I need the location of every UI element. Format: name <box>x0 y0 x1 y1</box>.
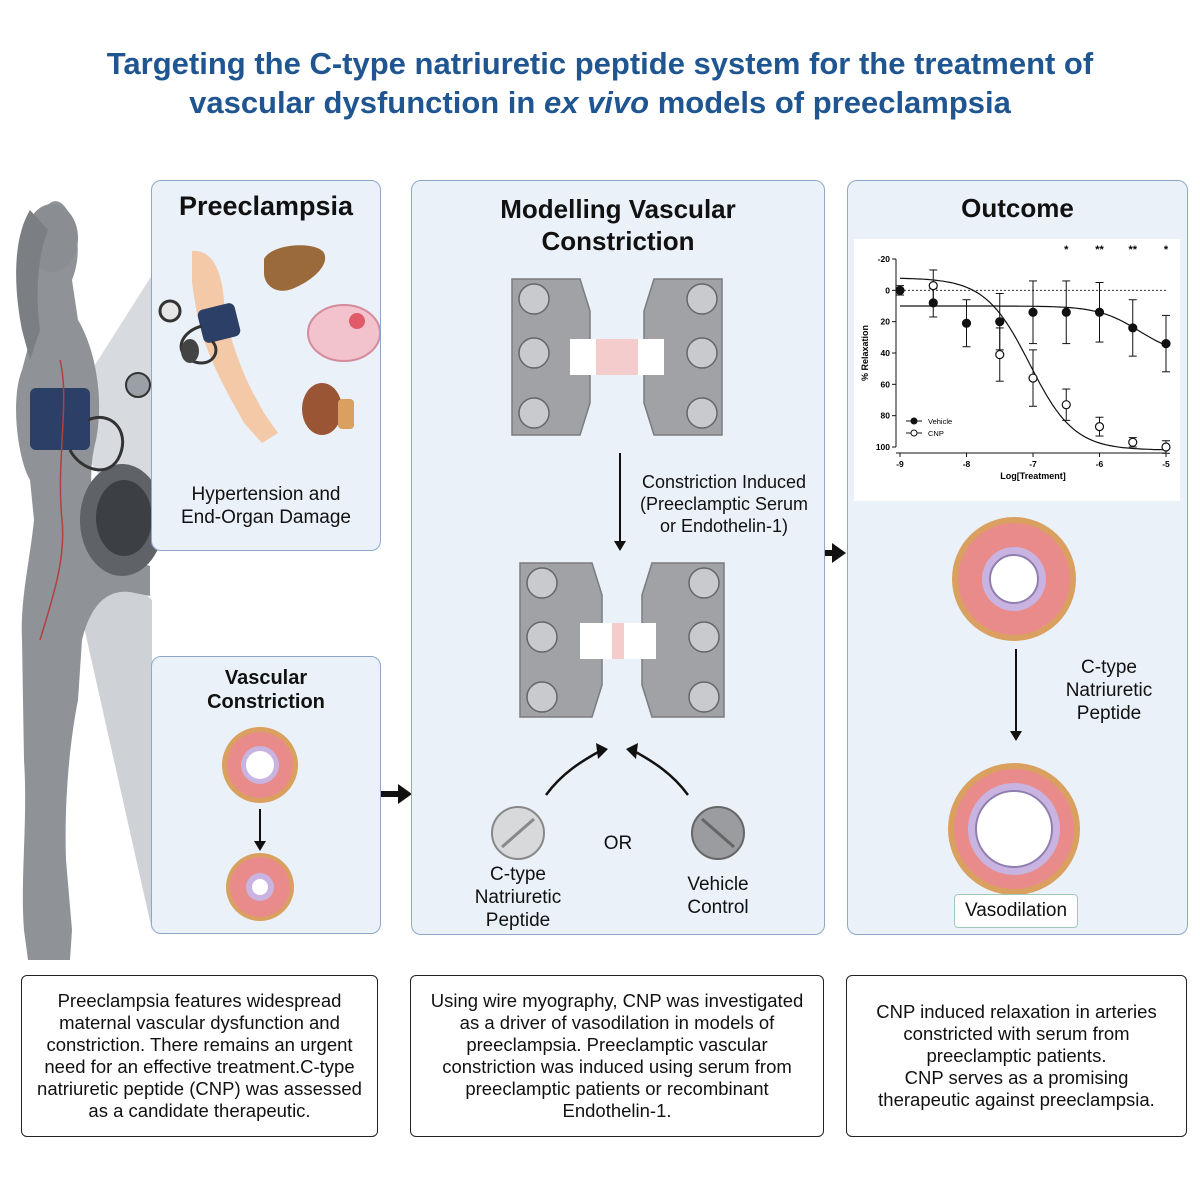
panel-preeclampsia-heading: Preeclampsia <box>178 191 354 221</box>
fetus-icon <box>96 480 152 556</box>
vessel-normal-icon <box>222 727 298 803</box>
page-title: Targeting the C-type natriuretic peptide… <box>0 44 1200 122</box>
chart-significance-label: * <box>1064 244 1069 256</box>
chart-y-tick-label: 40 <box>881 348 891 358</box>
summary-right-text: CNP induced relaxation in arteries const… <box>876 1001 1157 1110</box>
brain-icon <box>307 304 380 362</box>
chart-y-tick-label: 100 <box>876 442 890 452</box>
vessel-dilated-large-icon <box>948 763 1080 895</box>
chart-x-tick-label: -7 <box>1029 459 1037 469</box>
panel-vascular-constriction: Vascular Constriction <box>151 656 381 934</box>
chart-y-label: % Relaxation <box>860 325 870 381</box>
vehicle-control-label: Vehicle Control <box>687 874 749 918</box>
chart-point-cnp <box>1061 400 1071 410</box>
arrow-to-modelling <box>380 784 412 804</box>
summary-middle-text: Using wire myography, CNP was investigat… <box>430 990 804 1121</box>
gauge-icon <box>125 372 151 398</box>
curved-arrow-cnp-head <box>596 743 608 759</box>
chart-y-tick-label: 80 <box>881 411 891 421</box>
chart-point-vehicle <box>895 285 905 295</box>
chart-x-tick-label: -6 <box>1096 459 1104 469</box>
curved-arrow-vehicle <box>633 749 690 796</box>
ureter-icon <box>338 399 354 429</box>
panel-modelling-heading: Modelling Vascular Constriction <box>500 194 736 256</box>
chart-point-cnp <box>1094 422 1105 432</box>
vein-line <box>39 359 65 641</box>
chart-x-tick-label: -8 <box>963 459 971 469</box>
chart-y-tick-label: 20 <box>881 317 891 327</box>
summary-box-left: Preeclampsia features widespread materna… <box>21 975 378 1137</box>
myograph-jaws-constricted-icon <box>519 562 725 718</box>
bp-tube-icon <box>68 416 125 472</box>
vessel-constricted-icon <box>226 853 294 921</box>
vessel-arrow-head <box>254 841 266 851</box>
cnp-pill-icon <box>491 806 545 860</box>
chart-point-vehicle <box>1061 307 1071 317</box>
sphygmomanometer-gauge-icon <box>158 299 182 323</box>
chart-legend-marker <box>910 417 918 425</box>
title-line-1: Targeting the C-type natriuretic peptide… <box>106 46 1094 81</box>
pump-bulb-icon <box>181 339 199 363</box>
hair-shape <box>16 210 48 360</box>
panel-vascular-heading: Vascular Constriction <box>207 667 325 713</box>
vessel-constricted-large-icon <box>952 517 1076 641</box>
chart-point-vehicle <box>1161 338 1171 349</box>
chart-y-tick-label: -20 <box>878 254 891 264</box>
chart-point-vehicle <box>995 317 1005 327</box>
vasodilation-label: Vasodilation <box>954 894 1078 928</box>
chart-legend-label: Vehicle <box>928 417 952 426</box>
title-line-2: vascular dysfunction in ex vivo models o… <box>189 85 1011 120</box>
cnp-treatment-label: C-type Natriuretic Peptide <box>474 864 562 931</box>
myograph-illustration <box>491 278 745 860</box>
induce-arrow-head <box>614 541 626 551</box>
outcome-arrow-head <box>1010 731 1022 741</box>
panel-preeclampsia: Preeclampsia Hypertension and End-Organ … <box>151 180 381 551</box>
chart-y-tick-label: 60 <box>881 379 891 389</box>
constriction-induced-label: Constriction Induced (Preeclamptic Serum… <box>639 472 809 536</box>
vehicle-pill-icon <box>691 806 745 860</box>
brain-lesion-icon <box>349 313 365 329</box>
chart-point-vehicle <box>961 318 972 328</box>
chart-point-cnp <box>1161 442 1171 452</box>
chart-point-vehicle <box>1128 323 1138 333</box>
chart-significance-label: * <box>1164 244 1169 256</box>
chart-point-vehicle <box>1094 307 1105 317</box>
chart-point-cnp <box>1128 437 1138 447</box>
panel-modelling: Modelling Vascular Constriction <box>411 180 825 935</box>
chart-x-tick-label: -9 <box>896 459 904 469</box>
vessel-constriction-illustration <box>222 727 298 921</box>
summary-box-right: CNP induced relaxation in arteries const… <box>846 975 1187 1137</box>
panel-outcome-heading: Outcome <box>961 193 1074 223</box>
outcome-cnp-label: C-type Natriuretic Peptide <box>1065 657 1153 724</box>
chart-x-label: Log[Treatment] <box>1000 471 1066 481</box>
chart-legend-label: CNP <box>928 429 944 438</box>
chart-point-cnp <box>1028 373 1038 383</box>
chart-point-cnp <box>995 349 1005 360</box>
kidney-icon <box>302 383 342 435</box>
summary-box-middle: Using wire myography, CNP was investigat… <box>410 975 824 1137</box>
panel-preeclampsia-caption: Hypertension and End-Organ Damage <box>180 484 352 528</box>
liver-icon <box>264 245 326 291</box>
chart-y-tick-label: 0 <box>885 285 890 295</box>
chart-point-vehicle <box>1028 307 1038 317</box>
relaxation-chart-svg: -20 0 20 40 60 80 100 -9 -8 -7 -6 -5Log[Treatment]%… <box>860 244 1171 481</box>
chart-point-cnp <box>928 281 938 291</box>
chart-significance-label: ** <box>1095 244 1104 256</box>
chart-legend-marker <box>910 429 918 437</box>
curved-arrow-vehicle-head <box>626 743 638 759</box>
arm-icon <box>192 250 278 443</box>
arm-cuff-icon <box>197 303 241 343</box>
summary-left-text: Preeclampsia features widespread materna… <box>37 990 362 1121</box>
chart-significance-label: ** <box>1128 244 1137 256</box>
organs-illustration <box>158 245 380 443</box>
curved-arrow-cnp <box>544 749 601 796</box>
arrow-to-outcome <box>824 543 846 563</box>
bp-cuff-icon <box>30 388 90 450</box>
chart-x-tick-label: -5 <box>1162 459 1170 469</box>
myograph-jaws-relaxed-icon <box>511 278 723 436</box>
or-label: OR <box>603 833 633 854</box>
